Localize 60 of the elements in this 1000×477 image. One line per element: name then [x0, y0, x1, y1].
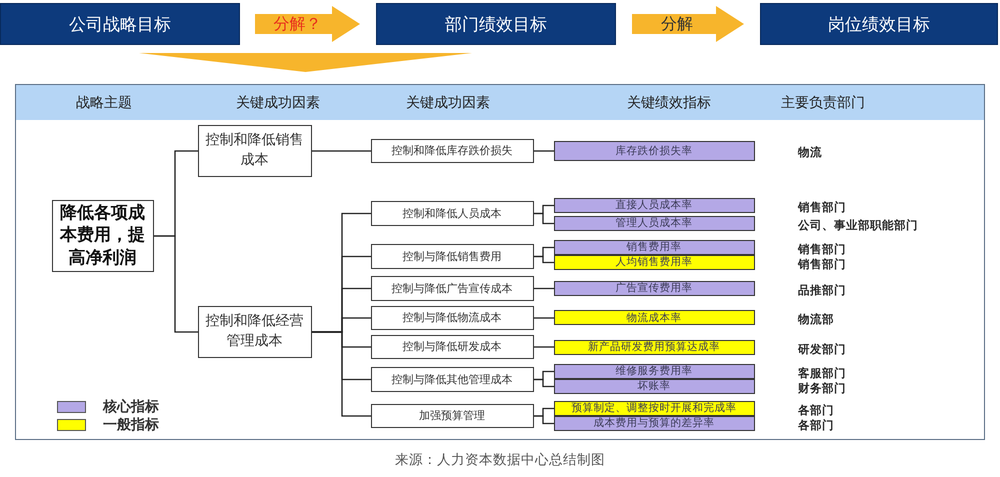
kpi-bar: 物流成本率 — [554, 310, 754, 325]
source-note: 来源：人力资本数据中心总结制图 — [395, 451, 605, 469]
kpi-bar: 直接人员成本率 — [554, 198, 754, 212]
department-label: 销售部门 — [798, 256, 846, 272]
factor-box: 控制与降低其他管理成本 — [370, 366, 534, 392]
factor-box: 控制和降低经营管理成本 — [198, 306, 312, 358]
column-header: 关键成功因素 — [406, 94, 490, 112]
triangle-shape — [139, 53, 472, 72]
kpi-bar: 人均销售费用率 — [554, 254, 754, 270]
factor-box: 控制与降低销售费用 — [370, 244, 534, 268]
department-label: 客服部门 — [798, 364, 846, 380]
goal-box: 部门绩效目标 — [376, 3, 616, 45]
kpi-bar: 预算制定、调整按时开展和完成率 — [554, 400, 754, 416]
table-panel — [15, 84, 985, 440]
department-label: 销售部门 — [798, 240, 846, 256]
department-label: 公司、事业部职能部门 — [798, 216, 918, 232]
department-label: 物流 — [798, 144, 822, 160]
department-label: 各部门 — [798, 416, 834, 432]
department-label: 研发部门 — [798, 340, 846, 356]
connector-line — [312, 331, 371, 417]
connector-line — [534, 378, 554, 388]
goal-box: 公司战略目标 — [0, 3, 240, 45]
connector-line — [534, 415, 554, 424]
theme-box: 降低各项成本费用，提高净利润 — [52, 200, 154, 272]
kpi-bar: 坏账率 — [554, 378, 754, 394]
connector-line — [534, 346, 554, 348]
connector-line — [534, 317, 554, 319]
department-label: 财务部门 — [798, 380, 846, 396]
column-header: 战略主题 — [76, 94, 132, 112]
kpi-bar: 广告宣传费用率 — [554, 280, 754, 296]
kpi-bar: 管理人员成本率 — [554, 216, 754, 230]
department-label: 销售部门 — [798, 198, 846, 214]
connector-line — [534, 288, 554, 290]
kpi-bar: 新产品研发费用预算达成率 — [554, 340, 754, 354]
department-label: 品推部门 — [798, 282, 846, 298]
factor-box: 控制与降低物流成本 — [370, 306, 534, 330]
goal-box: 岗位绩效目标 — [760, 3, 998, 45]
factor-box: 控制和降低人员成本 — [370, 200, 534, 226]
edge-label: 分解 — [659, 15, 695, 33]
legend-label: 一般指标 — [103, 416, 159, 434]
factor-box: 控制和降低库存跌价损失 — [370, 138, 534, 162]
connector-line — [534, 256, 554, 264]
connector-line — [154, 235, 198, 333]
legend-label: 核心指标 — [103, 398, 159, 416]
factor-box: 控制与降低广告宣传成本 — [370, 276, 534, 300]
department-label: 物流部 — [798, 311, 834, 327]
kpi-bar: 库存跌价损失率 — [554, 140, 754, 160]
connector-line — [534, 212, 554, 224]
factor-box: 控制和降低销售成本 — [198, 124, 312, 176]
factor-box: 加强预算管理 — [370, 404, 534, 428]
connector-line — [312, 150, 371, 152]
column-header: 主要负责部门 — [781, 94, 865, 112]
factor-box: 控制与降低研发成本 — [370, 334, 534, 358]
connector-line — [534, 150, 554, 152]
kpi-bar: 销售费用率 — [554, 240, 754, 254]
column-header: 关键成功因素 — [236, 94, 320, 112]
kpi-bar: 维修服务费用率 — [554, 364, 754, 378]
department-label: 各部门 — [798, 402, 834, 418]
kpi-bar: 成本费用与预算的差异率 — [554, 416, 754, 430]
column-header: 关键绩效指标 — [627, 94, 711, 112]
